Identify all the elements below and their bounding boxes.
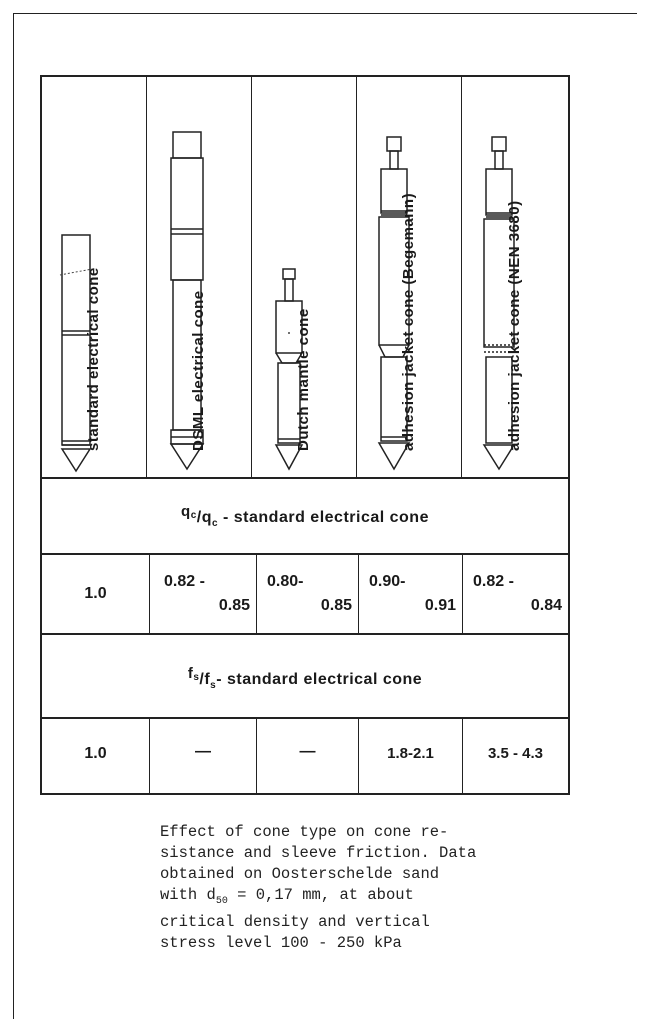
qc-value-line1: 1.0 bbox=[84, 585, 107, 602]
cone-label: adhesion jacket cone (NEN 3680) bbox=[506, 200, 523, 451]
cone-column-standard: standard electrical cone bbox=[42, 77, 147, 477]
cone-label: Dutch mantle cone bbox=[295, 308, 312, 451]
page-frame bbox=[13, 13, 637, 1019]
caption-line: obtained on Oosterschelde sand bbox=[160, 865, 440, 883]
qc-value-line2: 0.85 bbox=[218, 597, 250, 614]
fs-header-text: - standard electrical cone bbox=[216, 671, 423, 688]
fs-value-dutch-mantle: — bbox=[257, 719, 359, 793]
caption-line: critical density and vertical bbox=[160, 913, 430, 932]
cone-column-begemann: adhesion jacket cone (Begemann) bbox=[357, 77, 462, 477]
qc-value-begemann: 0.90- 0.91 bbox=[359, 555, 463, 633]
caption-line: stress level 100 - 250 kPa bbox=[160, 934, 402, 953]
qc-symbol-top-sub: c bbox=[190, 510, 197, 521]
standard-cone-drawing bbox=[59, 234, 93, 473]
qc-value-line2: 0.84 bbox=[530, 597, 562, 614]
qc-header-text: - standard electrical cone bbox=[218, 509, 429, 526]
cone-label: DSML electrical cone bbox=[190, 290, 207, 451]
dsml-cone-drawing bbox=[169, 131, 205, 471]
fs-value: 3.5 - 4.3 bbox=[487, 745, 544, 762]
dutch-mantle-cone-drawing bbox=[274, 268, 304, 471]
qc-value-nen3680: 0.82 - 0.84 bbox=[463, 555, 568, 633]
qc-value-dsml: 0.82 - 0.85 bbox=[150, 555, 257, 633]
fs-ratio-header: fs/fs- standard electrical cone bbox=[42, 665, 568, 691]
cone-comparison-table: standard electrical cone DSML electrical… bbox=[40, 75, 570, 795]
qc-value-line1: 0.82 - bbox=[473, 573, 514, 590]
fs-value: 1.0 bbox=[84, 745, 107, 762]
fs-value: 1.8-2.1 bbox=[387, 745, 434, 762]
nen3680-cone-drawing bbox=[482, 136, 516, 471]
qc-symbol-bottom-sub: c bbox=[212, 518, 219, 530]
cone-label: adhesion jacket cone (Begemann) bbox=[400, 192, 417, 451]
fs-value: — bbox=[195, 743, 211, 760]
fs-symbol-top-sub: s bbox=[193, 672, 200, 683]
qc-value-standard: 1.0 bbox=[42, 555, 150, 633]
caption-line: = 0,17 mm, at about bbox=[227, 886, 414, 904]
fs-values-row: 1.0 — — 1.8-2.1 3.5 - 4.3 bbox=[42, 717, 568, 793]
fs-symbol-bottom-sub: s bbox=[210, 680, 217, 692]
fs-symbol-top: f bbox=[187, 665, 194, 682]
cone-column-dsml: DSML electrical cone bbox=[147, 77, 252, 477]
cone-drawings-row: standard electrical cone DSML electrical… bbox=[42, 77, 568, 477]
qc-symbol-top: q bbox=[181, 503, 191, 520]
begemann-cone-drawing bbox=[377, 136, 411, 471]
fs-ratio-header-row: fs/fs- standard electrical cone bbox=[42, 633, 568, 717]
caption-subscript: 50 bbox=[215, 896, 228, 908]
fs-value-dsml: — bbox=[150, 719, 257, 793]
qc-slash: / bbox=[196, 509, 202, 526]
qc-value-line2: 0.85 bbox=[320, 597, 352, 614]
qc-symbol-bottom: q bbox=[201, 509, 212, 526]
caption-line: with d bbox=[160, 886, 216, 904]
figure-caption: Effect of cone type on cone re- sistance… bbox=[160, 822, 630, 954]
qc-ratio-header-row: qc/qc - standard electrical cone bbox=[42, 477, 568, 553]
fs-value-standard: 1.0 bbox=[42, 719, 150, 793]
cone-label: standard electrical cone bbox=[85, 267, 102, 451]
qc-value-dutch-mantle: 0.80- 0.85 bbox=[257, 555, 359, 633]
fs-slash: / bbox=[199, 671, 205, 688]
qc-ratio-header: qc/qc - standard electrical cone bbox=[42, 503, 568, 529]
qc-value-line1: 0.80- bbox=[267, 573, 304, 590]
cone-column-dutch-mantle: Dutch mantle cone bbox=[252, 77, 357, 477]
fs-value: — bbox=[299, 743, 316, 760]
qc-value-line2: 0.91 bbox=[424, 597, 456, 614]
qc-value-line1: 0.82 - bbox=[164, 573, 205, 590]
qc-values-row: 1.0 0.82 - 0.85 0.80- 0.85 0.90- 0.91 0.… bbox=[42, 553, 568, 633]
cone-column-nen3680: adhesion jacket cone (NEN 3680) bbox=[462, 77, 568, 477]
fs-value-nen3680: 3.5 - 4.3 bbox=[463, 719, 568, 793]
caption-line: Effect of cone type on cone re- bbox=[160, 823, 449, 841]
caption-line: sistance and sleeve friction. Data bbox=[160, 844, 477, 862]
fs-symbol-bottom: f bbox=[204, 671, 211, 688]
fs-value-begemann: 1.8-2.1 bbox=[359, 719, 463, 793]
qc-value-line1: 0.90- bbox=[369, 573, 406, 590]
